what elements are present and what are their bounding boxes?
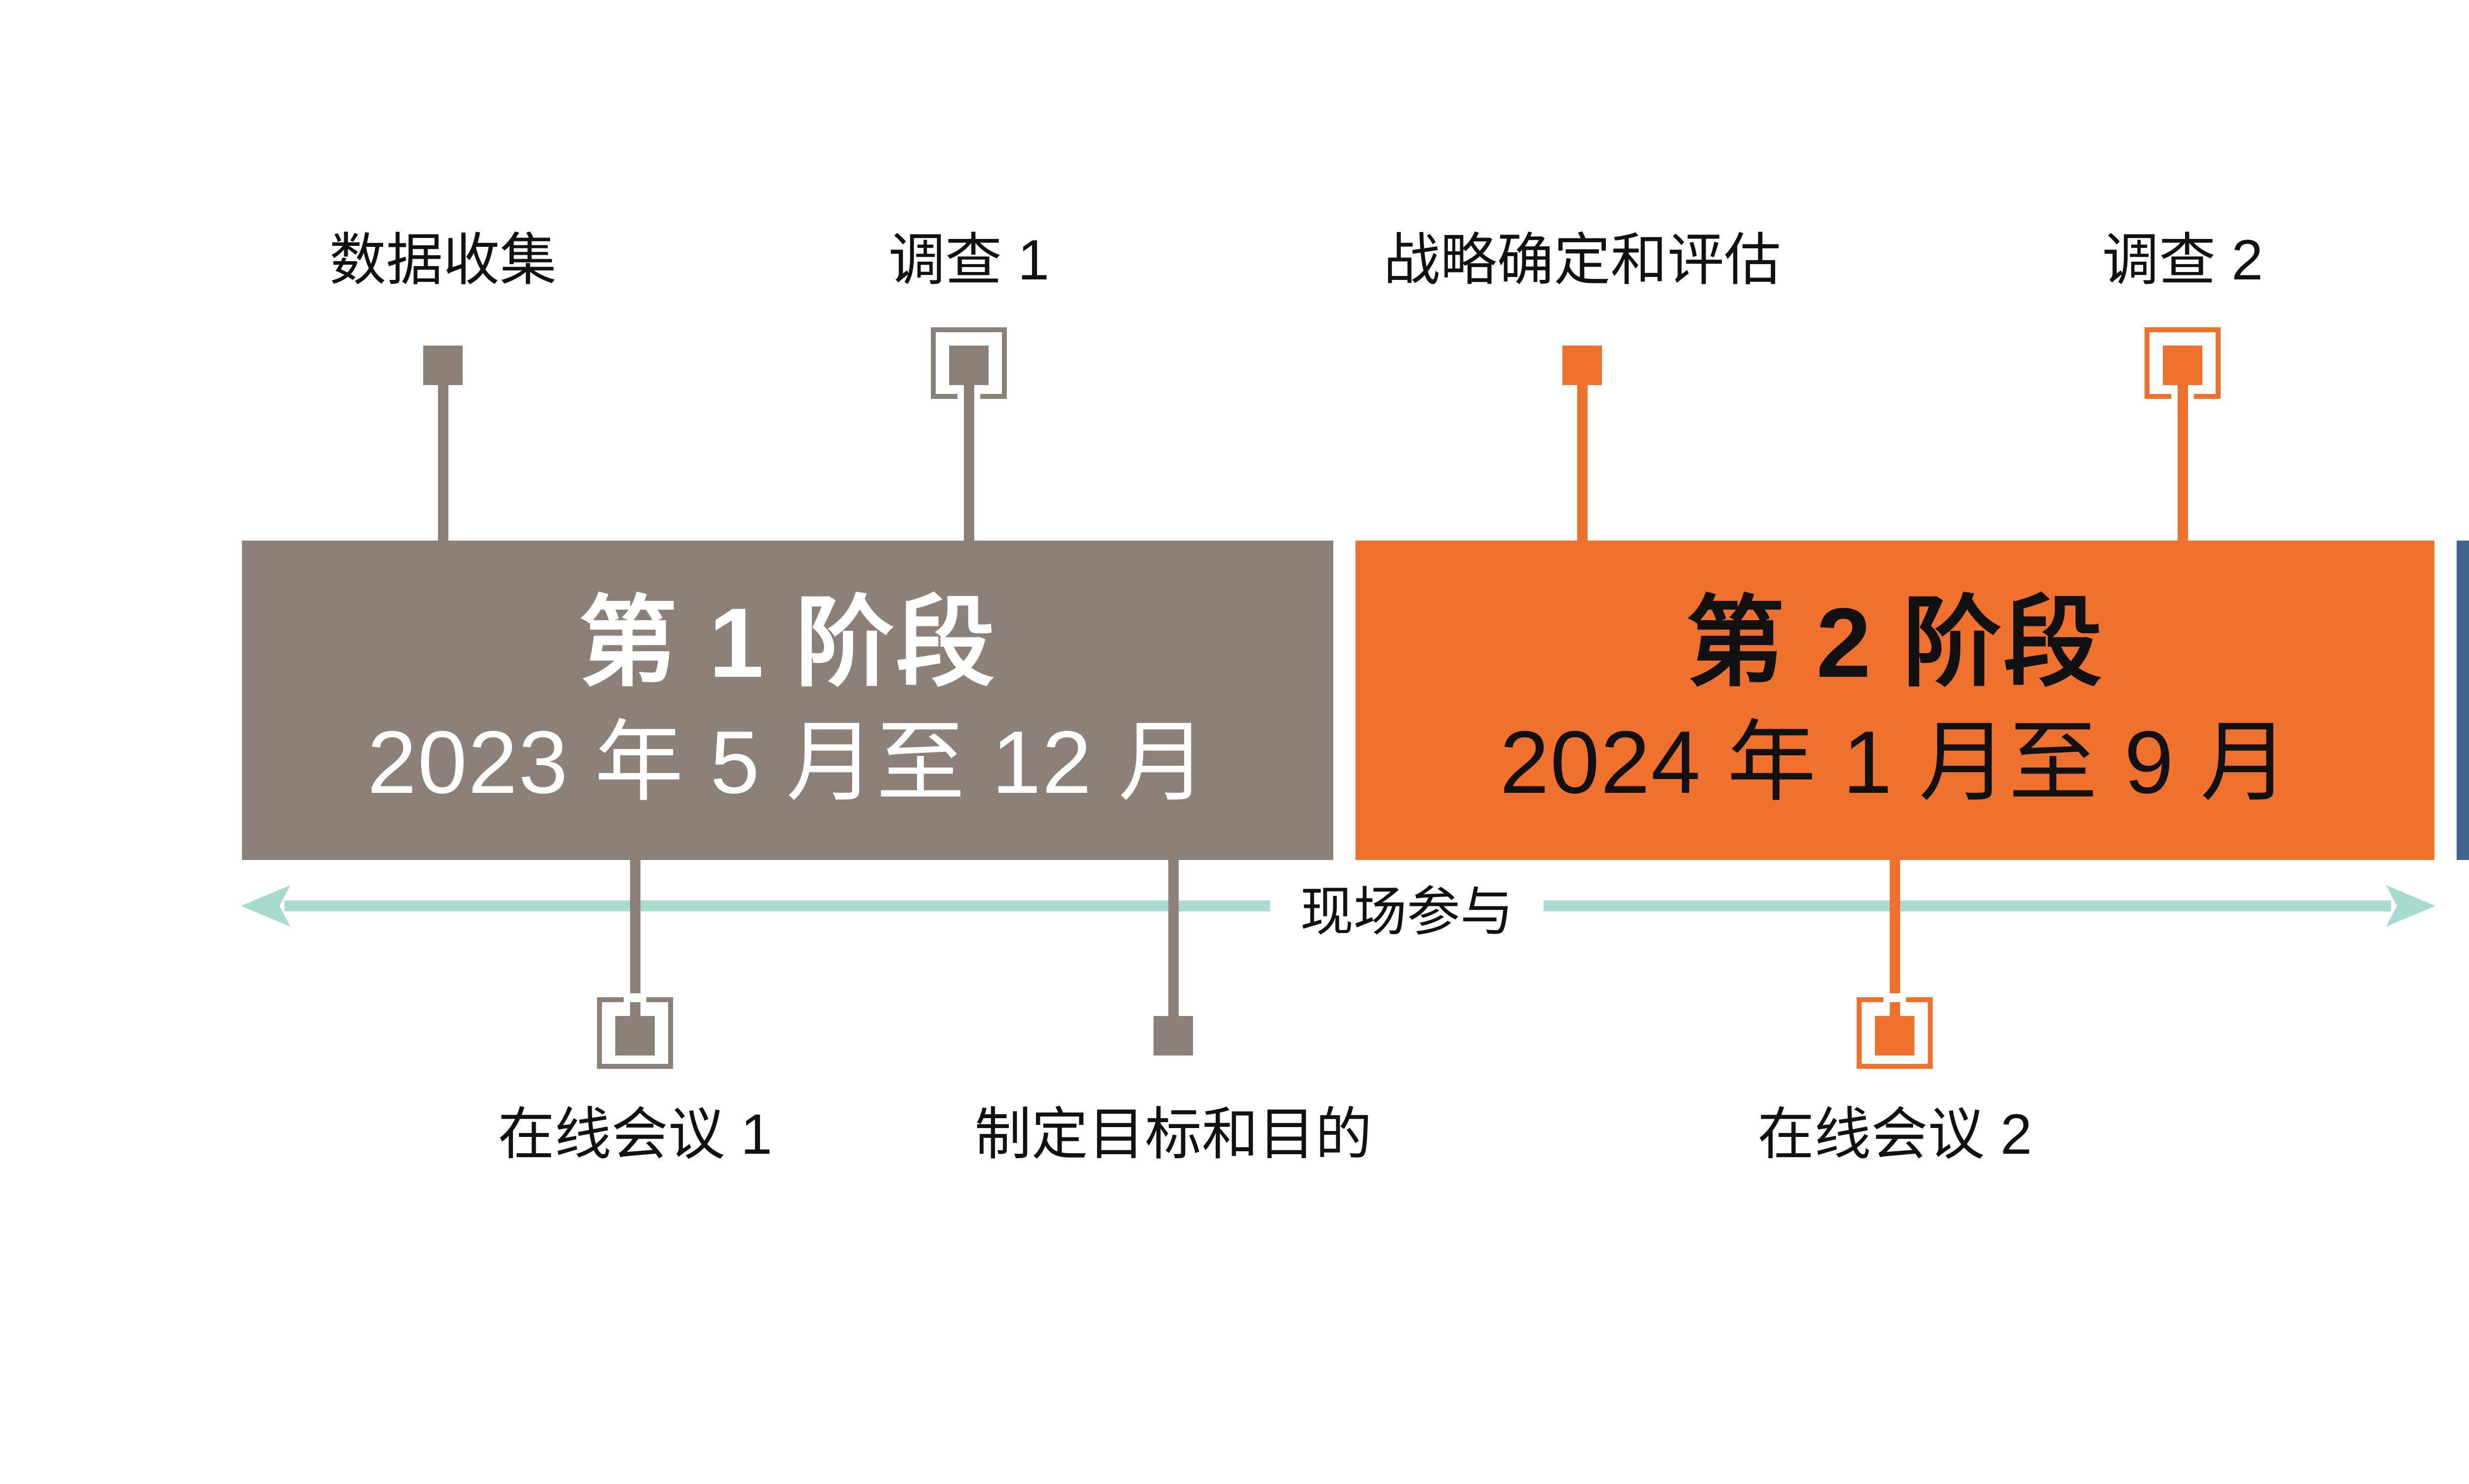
onsite-participation-label: 现场参与 bbox=[1300, 882, 1514, 941]
phase-2-box: 第 2 阶段 2024 年 1 月至 9 月 bbox=[1355, 541, 2434, 860]
phase-3-box: 第 3 阶段 2024 年 9 月至 2025 年 bbox=[2457, 541, 2469, 860]
phase-1-title: 第 1 阶段 bbox=[578, 587, 997, 698]
connector-line bbox=[1168, 860, 1179, 1038]
connector-line bbox=[630, 860, 640, 1038]
milestone-label-draft-plan-proposal: 起草计划建议 bbox=[2324, 228, 2469, 292]
filled-square-marker-icon bbox=[615, 1016, 655, 1055]
phase-2-dates: 2024 年 1 月至 9 月 bbox=[1500, 712, 2290, 812]
milestone-label-survey-2: 调查 2 bbox=[2102, 229, 2263, 292]
marker-outline-gap bbox=[1883, 993, 1906, 1002]
filled-square-marker-icon bbox=[949, 346, 989, 385]
milestone-label-data-collection: 数据收集 bbox=[329, 229, 557, 292]
milestone-label-online-meeting-1: 在线会议 1 bbox=[498, 1103, 772, 1166]
phase-2-title: 第 2 阶段 bbox=[1686, 587, 2104, 698]
phase-1-box: 第 1 阶段 2023 年 5 月至 12 月 bbox=[242, 541, 1333, 860]
arrowhead-left-icon bbox=[241, 885, 290, 927]
connector-line bbox=[1890, 860, 1900, 1038]
connector-line bbox=[1577, 365, 1588, 541]
onsite-participation-arrow bbox=[241, 885, 2435, 927]
phase-1-dates: 2023 年 5 月至 12 月 bbox=[367, 712, 1208, 812]
filled-square-marker-icon bbox=[1875, 1016, 1914, 1055]
filled-square-marker-icon bbox=[1562, 346, 1602, 385]
milestone-label-online-meeting-2: 在线会议 2 bbox=[1757, 1103, 2032, 1166]
milestone-label-set-goals-objectives: 制定目标和目的 bbox=[974, 1103, 1372, 1166]
arrowhead-right-icon bbox=[2386, 885, 2435, 927]
filled-square-marker-icon bbox=[423, 346, 463, 385]
filled-square-marker-icon bbox=[2163, 346, 2202, 385]
connector-line bbox=[2178, 368, 2188, 541]
milestone-label-strategy-evaluation: 战略确定和评估 bbox=[1383, 229, 1781, 292]
marker-outline-gap bbox=[624, 993, 646, 1002]
connector-line bbox=[438, 365, 448, 541]
milestone-label-survey-1: 调查 1 bbox=[888, 229, 1049, 292]
filled-square-marker-icon bbox=[1154, 1016, 1193, 1055]
connector-line bbox=[964, 368, 974, 541]
